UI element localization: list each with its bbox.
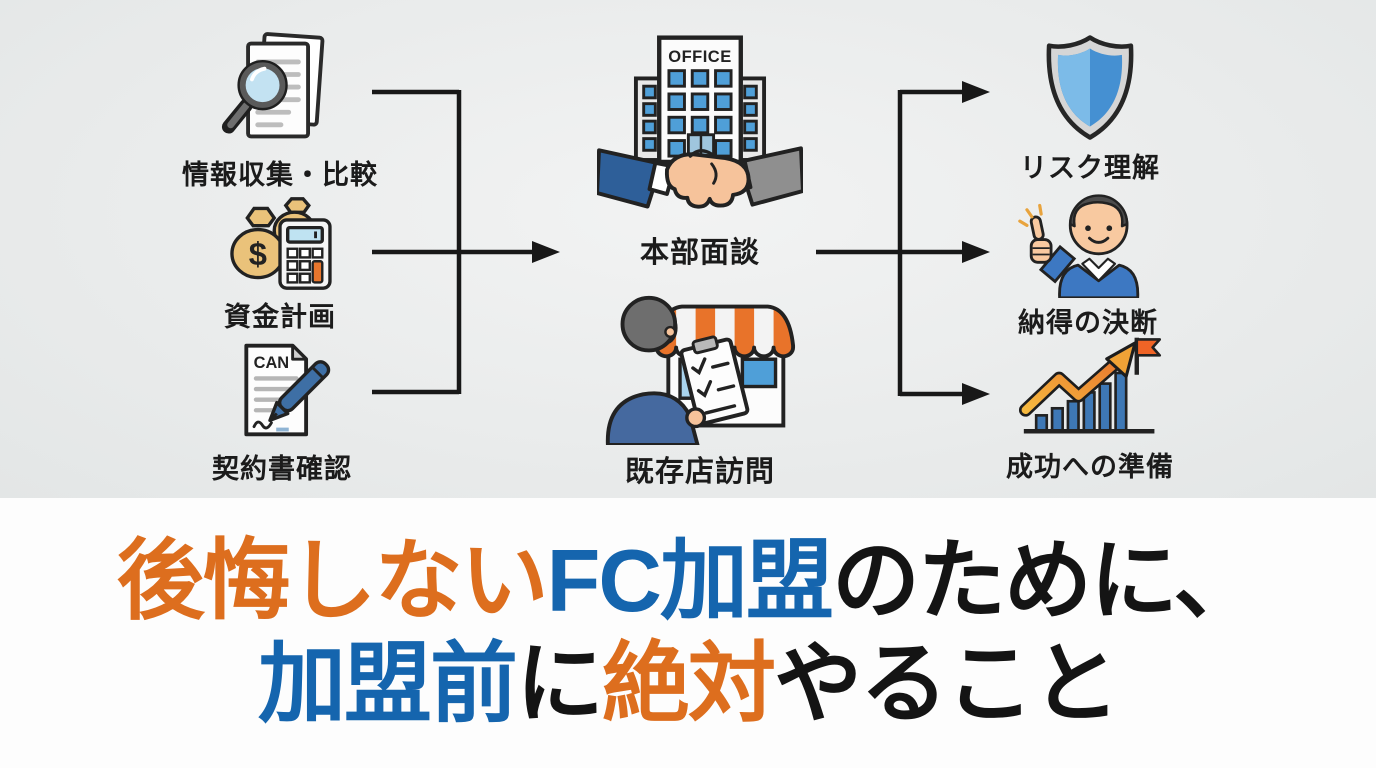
item-label: リスク理解: [1020, 153, 1160, 183]
headline-segment: 後悔しない: [116, 531, 549, 631]
diagram-item-convinced-decision: 納得の決断: [1017, 184, 1159, 340]
arrowhead-to-center: [532, 241, 560, 263]
item-label: 資金計画: [224, 302, 336, 332]
arrowhead-to-success: [962, 383, 990, 405]
dollar-sign: $: [249, 235, 267, 272]
diagram-item-contract-check: CAN 契約書確認: [212, 336, 351, 486]
item-label: 成功への準備: [1006, 452, 1174, 482]
right-split-lines: [816, 89, 964, 397]
diagram-item-funding-plan: $ 資金計画: [222, 194, 338, 334]
diagram-item-success-preparation: 成功への準備: [1006, 334, 1173, 484]
contract-pen-icon: CAN: [244, 343, 331, 437]
item-label: 情報収集・比較: [182, 160, 378, 190]
left-merge-lines: [372, 89, 534, 395]
headline-segment: のために、: [831, 531, 1261, 631]
headline-line-2: 加盟前に絶対やること: [257, 633, 1120, 736]
office-handshake-icon: OFFICE: [597, 35, 803, 209]
headline-segment: 加盟前: [257, 634, 518, 733]
headline-segment: 絶対: [602, 634, 776, 733]
headline-segment: やること: [774, 634, 1120, 733]
diagram-item-hq-interview: OFFICE 本部面談: [597, 26, 803, 271]
item-label: 本部面談: [639, 237, 760, 269]
diagram-item-info-research: 情報収集・比較: [182, 30, 377, 192]
store-visit-icon: [605, 295, 796, 445]
diagram-item-store-visit: 既存店訪問: [600, 291, 800, 490]
thumbs-up-person-icon: [1018, 194, 1140, 298]
arrowhead-to-decision: [962, 241, 990, 263]
arrowhead-to-risk: [962, 81, 990, 103]
headline-line-1: 後悔しないFC加盟のために、: [116, 530, 1262, 633]
process-diagram: 情報収集・比較 $: [0, 0, 1376, 498]
shield-icon: [1046, 35, 1134, 140]
item-label: 納得の決断: [1018, 308, 1158, 338]
office-sign-text: OFFICE: [668, 48, 731, 66]
item-label: 既存店訪問: [624, 456, 775, 488]
diagram-item-risk-understanding: リスク理解: [1020, 32, 1159, 185]
item-label: 契約書確認: [212, 454, 352, 484]
headline-banner: 後悔しないFC加盟のために、 加盟前に絶対やること: [0, 498, 1376, 768]
headline-segment: に: [515, 634, 604, 733]
growth-chart-flag-icon: [1018, 337, 1162, 434]
magnifier-documents-icon: [221, 32, 325, 139]
flow-arrows: [372, 81, 990, 405]
moneybags-calculator-icon: $: [230, 197, 332, 290]
contract-heading-text: CAN: [254, 354, 289, 372]
headline-segment: FC加盟: [546, 531, 834, 631]
